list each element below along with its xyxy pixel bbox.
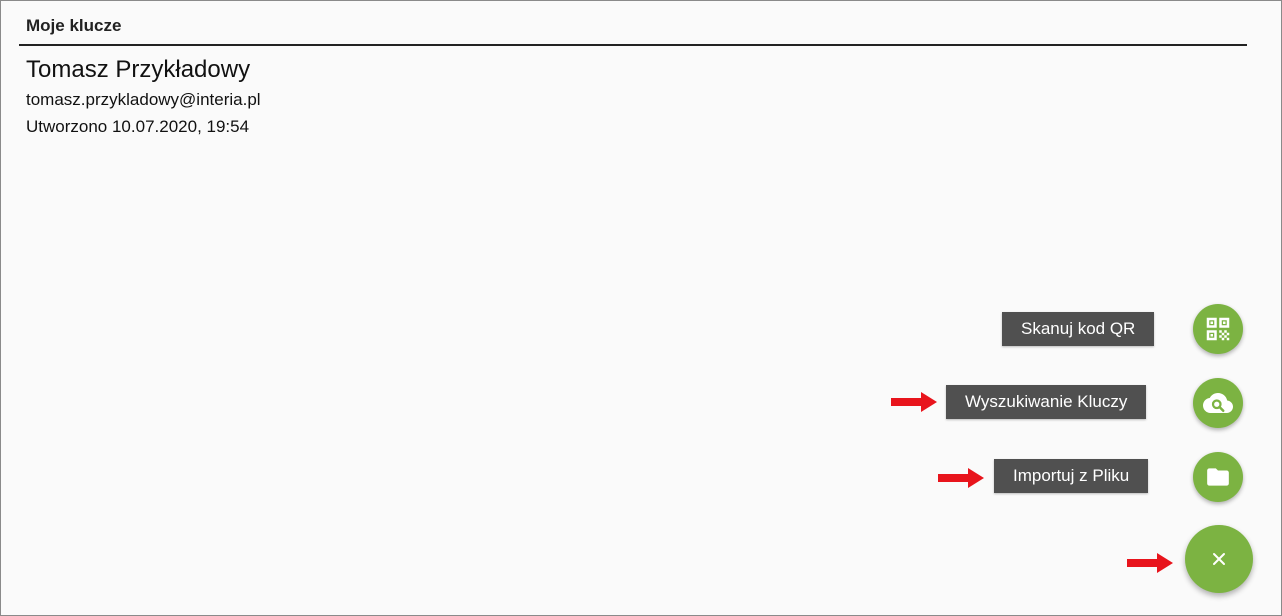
section-title: Moje klucze [26, 16, 122, 35]
key-created-date: Utworzono 10.07.2020, 19:54 [26, 117, 250, 136]
qr-code-icon [1206, 317, 1230, 341]
close-icon [1213, 553, 1225, 565]
key-search-label[interactable]: Wyszukiwanie Kluczy [946, 385, 1147, 419]
close-menu-button[interactable] [1185, 525, 1253, 593]
import-file-button[interactable] [1193, 452, 1243, 502]
key-search-button[interactable] [1193, 378, 1243, 428]
scan-qr-label[interactable]: Skanuj kod QR [1002, 312, 1155, 346]
red-arrow-icon [1127, 553, 1173, 573]
key-owner-email[interactable]: tomasz.przykladowy@interia.pl [26, 90, 261, 109]
section-divider [19, 44, 1247, 46]
red-arrow-icon [938, 468, 984, 488]
red-arrow-icon [891, 392, 937, 412]
folder-icon [1207, 468, 1229, 486]
scan-qr-button[interactable] [1193, 304, 1243, 354]
cloud-search-icon [1203, 393, 1233, 413]
key-owner-name[interactable]: Tomasz Przykładowy [26, 56, 251, 83]
import-file-label[interactable]: Importuj z Pliku [994, 459, 1149, 493]
